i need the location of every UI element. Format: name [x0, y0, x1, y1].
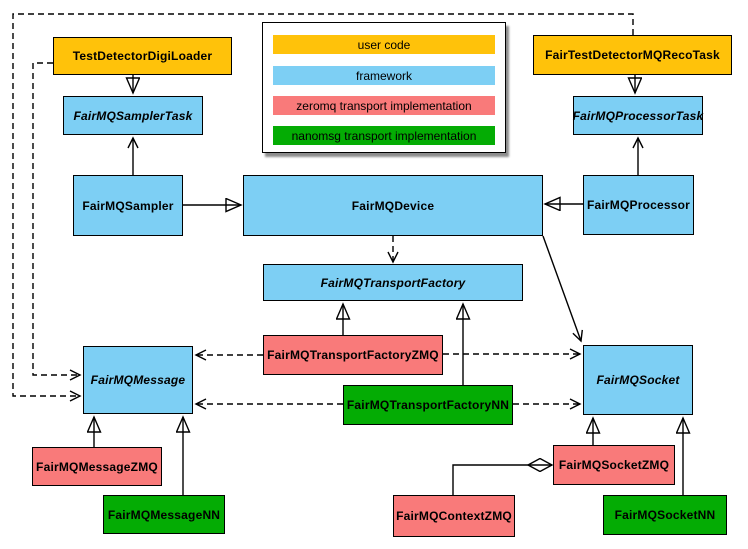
class-box-fairmqtransportfactorynn: FairMQTransportFactoryNN [343, 385, 513, 425]
class-box-fairmqprocessor: FairMQProcessor [583, 175, 694, 235]
class-box-testdetectordigiloader: TestDetectorDigiLoader [53, 37, 232, 75]
legend-item-user-code: user code [273, 35, 495, 54]
class-box-fairmqsocket: FairMQSocket [583, 345, 693, 415]
class-box-fairtestdetectormqrecotask: FairTestDetectorMQRecoTask [533, 35, 732, 75]
legend-item-zeromq: zeromq transport implementation [273, 96, 495, 115]
class-box-fairmqcontextzmq: FairMQContextZMQ [393, 495, 515, 537]
class-box-fairmqtransportfactory: FairMQTransportFactory [263, 264, 523, 301]
edge-device-socket [542, 235, 583, 343]
class-box-fairmqmessagezmq: FairMQMessageZMQ [32, 447, 162, 486]
legend-item-nanomsg: nanomsg transport implementation [273, 126, 495, 145]
class-box-fairmqsocketzmq: FairMQSocketZMQ [553, 445, 675, 485]
class-box-fairmqsampler: FairMQSampler [73, 175, 183, 236]
class-box-fairmqmessage: FairMQMessage [83, 346, 193, 414]
class-box-fairmqsocketnn: FairMQSocketNN [603, 495, 727, 535]
class-box-fairmqmessagenn: FairMQMessageNN [103, 495, 225, 534]
class-box-fairmqsamplertask: FairMQSamplerTask [63, 96, 203, 135]
class-box-fairmqdevice: FairMQDevice [243, 175, 543, 236]
class-box-fairmqprocessortask: FairMQProcessorTask [573, 96, 703, 135]
legend-box: user code framework zeromq transport imp… [262, 22, 506, 153]
legend-item-framework: framework [273, 66, 495, 85]
class-box-fairmqtransportfactoryzmq: FairMQTransportFactoryZMQ [263, 335, 443, 375]
edge-contextzmq-socketzmq-composition [452, 465, 552, 495]
